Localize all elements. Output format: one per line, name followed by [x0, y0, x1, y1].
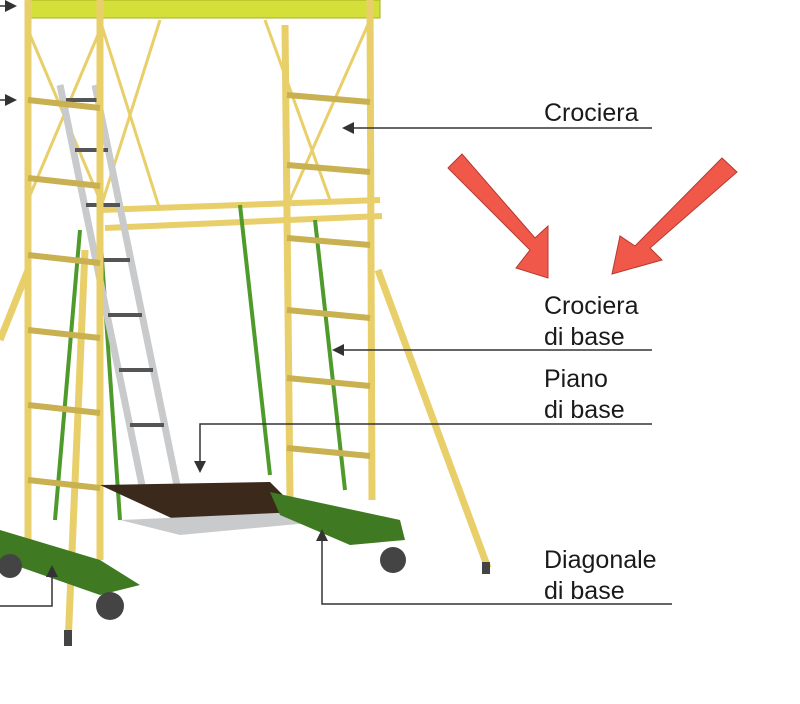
leader-piano-di-base	[194, 423, 652, 473]
leader-lines	[0, 0, 672, 607]
base-frame	[0, 492, 405, 595]
red-arrow-right-icon	[611, 157, 738, 275]
label-piano-di-base-line1: Piano	[544, 365, 608, 393]
label-piano-di-base-line2: di base	[544, 396, 625, 424]
red-arrow-left-icon	[447, 153, 549, 279]
wheels	[0, 547, 490, 646]
label-crociera-di-base-line1: Crociera	[544, 292, 639, 320]
label-crociera-di-base-line2: di base	[544, 323, 625, 351]
top-platform	[24, 0, 381, 19]
label-diagonale-di-base-line1: Diagonale	[544, 546, 657, 574]
leader-diagonale-di-base	[316, 529, 672, 605]
rungs	[27, 92, 371, 491]
label-diagonale-di-base-line2: di base	[544, 577, 625, 605]
red-arrows	[447, 153, 738, 279]
label-crociera: Crociera	[544, 99, 639, 127]
base-deck	[100, 482, 300, 522]
uprights	[0, 0, 492, 646]
